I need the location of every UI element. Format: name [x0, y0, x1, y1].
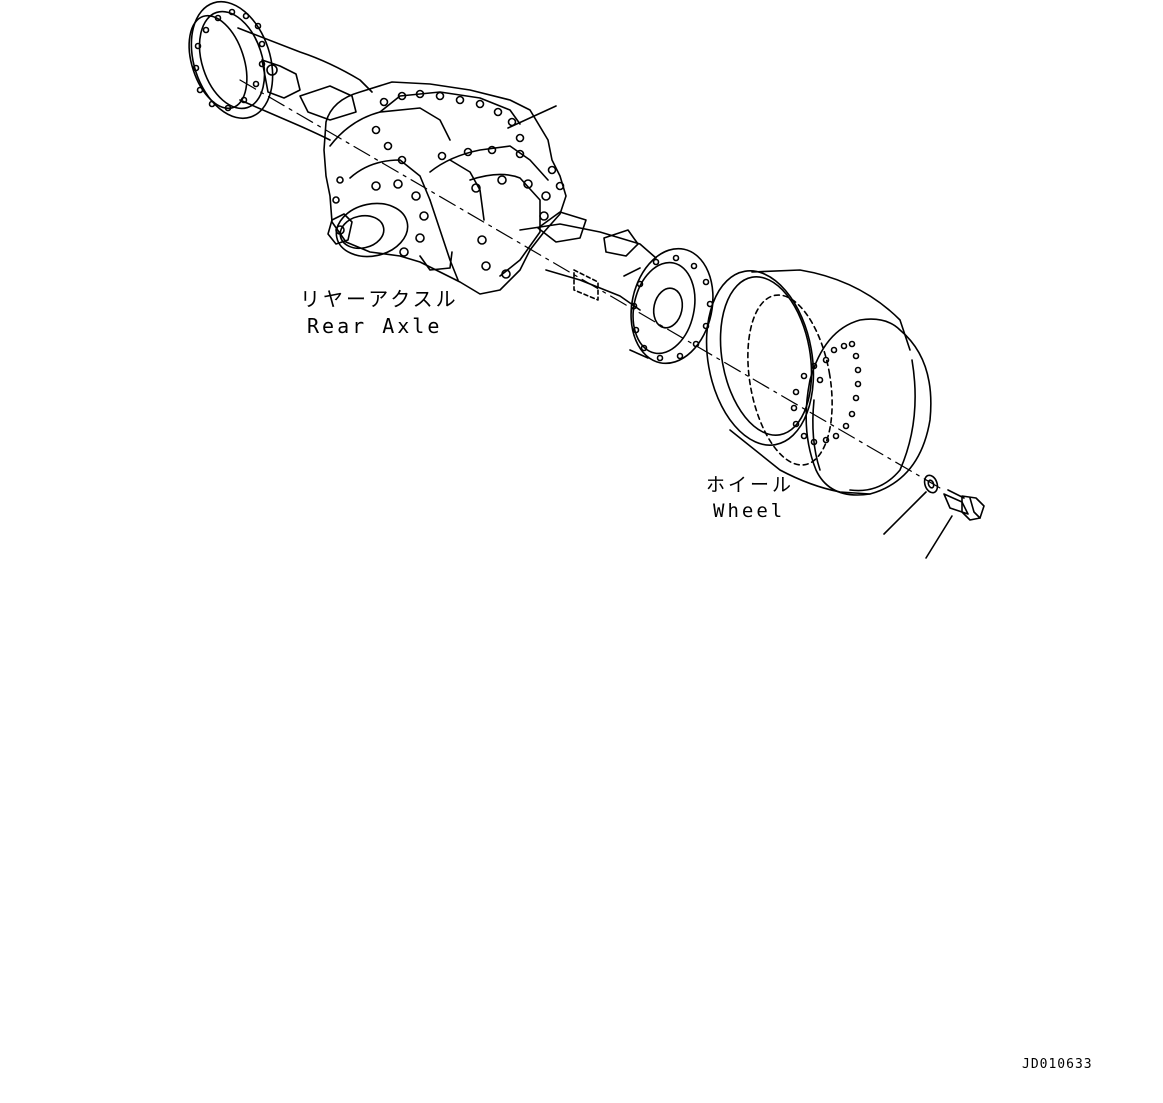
- washer: [883, 474, 939, 535]
- left-axle-tube: [237, 27, 373, 141]
- washer-leader: [883, 491, 927, 535]
- alignment-lines: [239, 79, 941, 489]
- rear-axle-label-en: Rear Axle: [307, 314, 443, 338]
- bolt-leader: [925, 515, 953, 559]
- wheel-label-en: Wheel: [713, 500, 786, 522]
- input-yoke: [327, 202, 453, 271]
- rear-axle-leader: [507, 105, 557, 129]
- drawing-id: JD010633: [1022, 1057, 1093, 1072]
- rear-axle-assembly: [188, 0, 714, 365]
- right-axle-tube: [519, 223, 657, 311]
- rear-axle-label-jp: リヤーアクスル: [300, 287, 459, 311]
- right-hub-flange: [623, 247, 714, 365]
- wheel-label-jp: ホイール: [706, 474, 795, 496]
- left-hub-flange: [188, 0, 274, 120]
- bolt: [925, 489, 985, 559]
- differential-carrier: [323, 81, 567, 295]
- id-plate: [573, 269, 599, 301]
- wheel-rim: [705, 269, 932, 496]
